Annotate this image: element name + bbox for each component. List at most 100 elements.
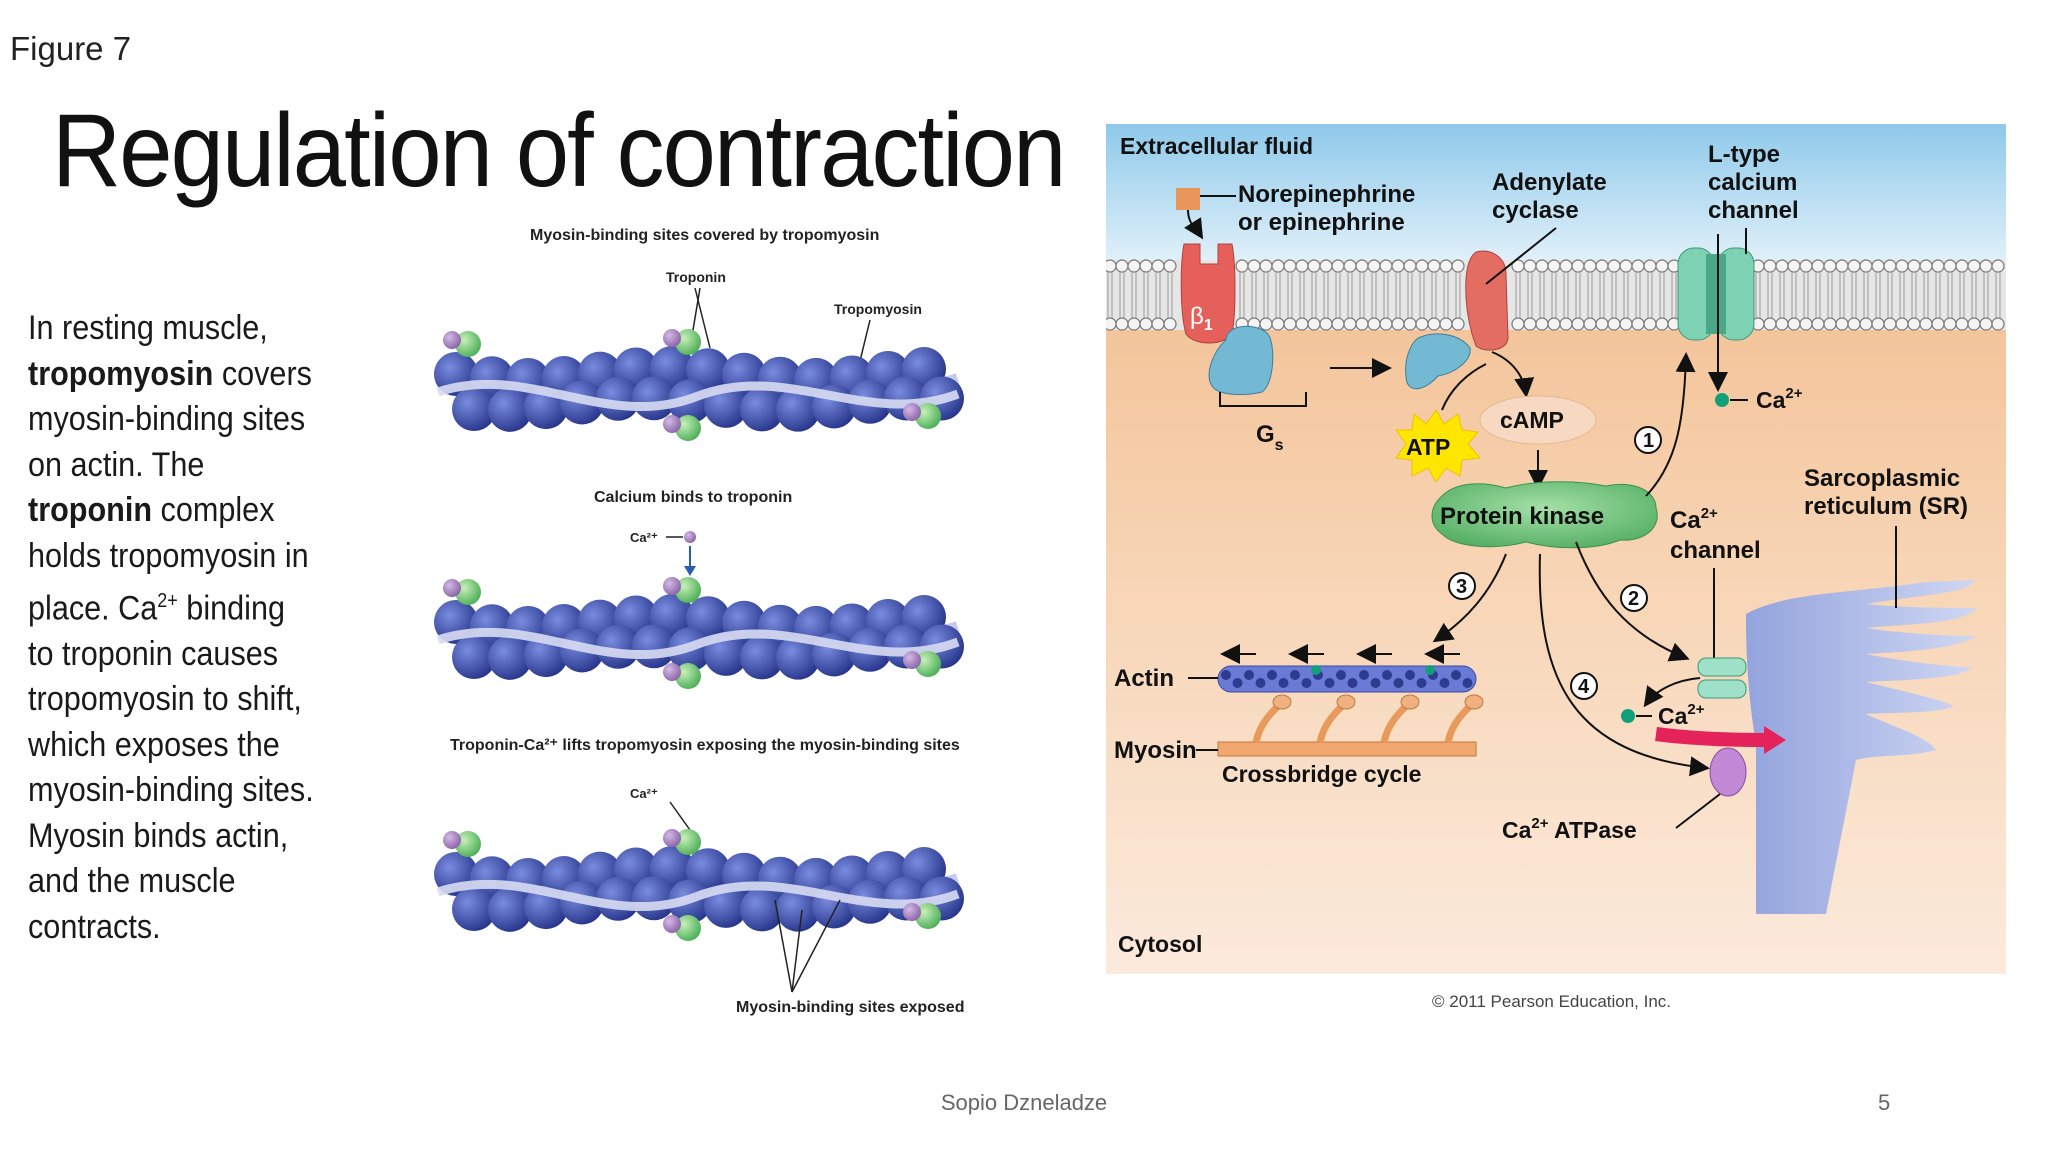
actin-monomer [488,387,532,432]
calcium-label: Ca²⁺ [630,530,658,545]
troponin-subunit [663,329,681,347]
page-title: Regulation of contraction [52,93,1066,209]
actin-monomer [452,387,496,432]
protein-kinase [1431,481,1658,549]
figure-label: Figure 7 [10,30,132,67]
step-4-label: 4 [1578,676,1590,698]
gs-label: Gs [1256,421,1284,454]
body-line: holds tropomyosin in [28,536,309,575]
body-line: troponin complex [28,488,298,534]
adenylate-cyclase [1465,250,1509,351]
troponin-complex [455,331,481,357]
troponin-subunit [443,331,461,349]
norepinephrine-label: Norepinephrine [1238,181,1415,208]
myosin-heads [1252,694,1484,743]
calcium-label-2: Ca²⁺ [630,786,658,801]
thin-filament-diagram: Myosin-binding sites covered by tropomyo… [434,227,964,1016]
camp-label: cAMP [1500,407,1564,433]
myosin-filament [1217,741,1477,757]
keyword-troponin: troponin [28,491,153,529]
ca-channel-label: Ca2+ [1670,505,1718,534]
extracellular-label: Extracellular fluid [1120,133,1313,159]
superscript: 2+ [157,590,178,612]
calcium-release-label: Ca2+ [1658,701,1705,729]
adenylate-label: Adenylate [1492,169,1607,196]
page-number: 5 [1878,1090,1891,1115]
body-line: on actin. The [28,445,205,484]
body-fragment: place. Ca [28,589,158,628]
sarcoplasmic-reticulum [1746,580,1976,914]
troponin-complex [915,651,941,677]
hormone-ligand [1176,188,1200,210]
cytosol-label: Cytosol [1118,931,1202,957]
troponin-subunit [663,915,681,933]
atp-label: ATP [1406,434,1450,460]
actin-monomer [452,635,496,680]
troponin-complex [915,403,941,429]
troponin-subunit [663,415,681,433]
actin-monomer [488,635,532,680]
troponin-complex [675,577,701,603]
caption-exposed: Myosin-binding sites exposed [736,999,964,1016]
troponin-complex [455,831,481,857]
step-2-label: 2 [1628,588,1639,610]
body-line: place. Ca2+ binding [28,579,298,632]
troponin-complex [675,663,701,689]
keyword-tropomyosin: tropomyosin [28,354,214,393]
copyright-notice: © 2011 Pearson Education, Inc. [1432,992,1672,1011]
body-line: myosin-binding sites. [28,771,314,810]
actin-monomer [776,387,820,432]
epinephrine-label: or epinephrine [1238,209,1405,236]
step-1-label: 1 [1643,430,1654,452]
troponin-subunit [663,829,681,847]
tropomyosin-label: Tropomyosin [834,301,922,317]
body-line: to troponin causes [28,634,279,673]
body-line: contracts. [28,907,161,946]
filament-3 [434,829,964,941]
channel-label: channel [1708,197,1799,224]
sr-label: Sarcoplasmic [1804,465,1960,492]
beta1-label: β1 [1190,303,1213,334]
signaling-pathway-diagram: Extracellular fluid Norepinephrine or ep… [1106,124,2006,974]
step-3-marker [1448,572,1476,600]
step-3-label: 3 [1456,576,1467,598]
l-type-calcium-channel [1677,247,1755,341]
body-line: In resting muscle, [28,309,268,347]
beta1-receptor [1180,243,1236,344]
troponin-subunit [663,663,681,681]
troponin-complex [455,579,481,605]
calcium-uptake-arrow [1655,727,1767,747]
step-4-marker [1570,672,1598,700]
actin-monomer [740,887,784,932]
body-fragment: complex [152,491,275,529]
body-fragment: covers [213,354,312,393]
actin-monomer [488,887,532,932]
troponin-subunit [903,651,921,669]
calcium-ion-label: Ca2+ [1756,385,1803,413]
troponin-label: Troponin [666,269,726,285]
calcium-ion [684,531,696,543]
body-line: which exposes the [28,725,280,764]
troponin-subunit [443,579,461,597]
sr-calcium-channel [1697,657,1747,699]
atp-burst [1395,409,1481,483]
cyclase-label: cyclase [1492,197,1579,224]
actin-monomer [452,887,496,932]
sr-label-2: reticulum (SR) [1804,493,1968,520]
caption-lifts: Troponin-Ca²⁺ lifts tropomyosin exposing… [450,737,960,754]
body-line: and the muscle [28,862,236,901]
caption-covered: Myosin-binding sites covered by tropomyo… [530,227,879,244]
calcium-ion-release [1621,709,1635,723]
body-line: tropomyosin covers [28,352,312,398]
step-2-marker [1620,584,1648,612]
actin-monomer [740,635,784,680]
footer-author: Sopio Dzneladze [940,1090,1108,1115]
troponin-complex [675,415,701,441]
troponin-complex [675,329,701,355]
tropomyosin-strand [436,879,960,912]
tropomyosin-strand [436,627,960,660]
body-line: Myosin binds actin, [28,816,289,855]
ltype-label: L-type [1708,141,1780,168]
actin-filament [1217,665,1477,693]
step-1-marker [1634,426,1662,454]
